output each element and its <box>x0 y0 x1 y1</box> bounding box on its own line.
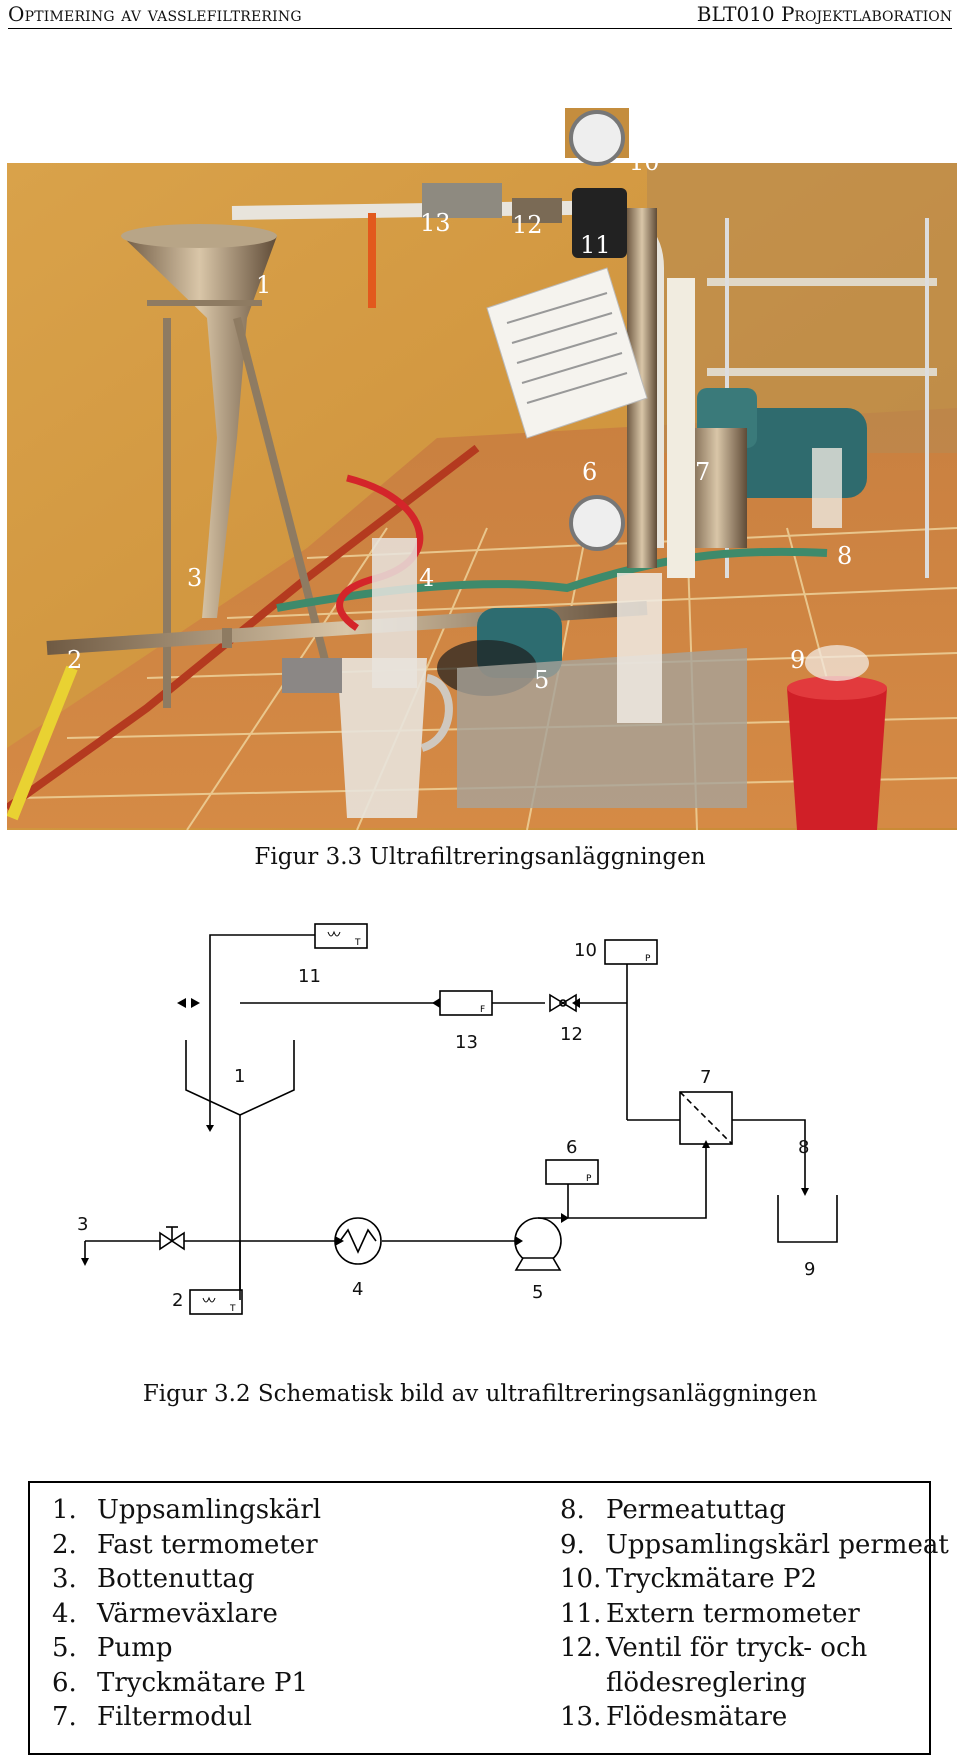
schematic-box-6-letter: P <box>586 1174 592 1184</box>
legend-item: 8.Permeatuttag <box>560 1495 786 1525</box>
schematic-diagram: T T P P F 1 2 3 4 5 6 7 8 9 10 11 12 13 <box>77 923 838 1315</box>
schematic-label-6: 6 <box>566 1137 577 1158</box>
photo-callout-4: 4 <box>419 564 434 592</box>
legend-item: 5.Pump <box>52 1633 173 1663</box>
schematic-box-13-letter: F <box>480 1005 485 1015</box>
schematic-label-7: 7 <box>700 1067 711 1088</box>
schematic-caption: Figur 3.2 Schematisk bild av ultrafiltre… <box>142 1381 818 1407</box>
legend-item: 6.Tryckmätare P1 <box>52 1667 308 1698</box>
component-legend: 1.Uppsamlingskärl 2.Fast termometer 3.Bo… <box>28 1481 949 1755</box>
photo-callout-11: 11 <box>580 231 611 259</box>
schematic-label-5: 5 <box>532 1282 543 1303</box>
schematic-label-12: 12 <box>560 1024 583 1045</box>
schematic-label-3: 3 <box>77 1214 88 1235</box>
photo-callout-2: 2 <box>67 646 82 674</box>
photo-caption: Figur 3.3 Ultrafiltreringsanläggningen <box>254 844 706 870</box>
schematic-label-9: 9 <box>804 1259 815 1280</box>
schematic-labels: 1 2 3 4 5 6 7 8 9 10 11 12 13 <box>77 940 815 1311</box>
legend-item: 9.Uppsamlingskärl permeat <box>560 1529 949 1560</box>
photo-callout-3: 3 <box>187 564 202 592</box>
schematic-box-2-letter: T <box>229 1304 236 1314</box>
legend-column-left: 1.Uppsamlingskärl 2.Fast termometer 3.Bo… <box>52 1493 321 1735</box>
photo-callout-9: 9 <box>790 646 805 674</box>
legend-item: 2.Fast termometer <box>52 1529 318 1560</box>
photo-callout-8: 8 <box>837 542 852 570</box>
schematic-box-11-letter: T <box>354 938 361 948</box>
page-header: Optimering av vasslefiltrering BLT010 Pr… <box>8 0 952 29</box>
legend-item: 12.Ventil för tryck- och <box>560 1633 868 1663</box>
legend-item: 4.Värmeväxlare <box>52 1598 278 1629</box>
legend-column-right: 8.Permeatuttag 9.Uppsamlingskärl permeat… <box>560 1493 949 1735</box>
schematic-label-10: 10 <box>574 940 597 961</box>
schematic-label-2: 2 <box>172 1290 183 1311</box>
legend-item: 10.Tryckmätare P2 <box>560 1564 817 1594</box>
header-title: Optimering av vasslefiltrering <box>8 2 302 26</box>
photo-callout-7: 7 <box>695 458 710 486</box>
schematic-label-4: 4 <box>352 1279 363 1300</box>
photo-callout-13: 13 <box>420 209 451 237</box>
plant-photo: 1 2 3 4 5 6 7 8 9 10 11 12 13 <box>7 108 957 830</box>
schematic-label-1: 1 <box>234 1066 245 1087</box>
schematic-label-11: 11 <box>298 966 321 987</box>
legend-item: 11.Extern termometer <box>560 1598 860 1629</box>
legend-item: 3.Bottenuttag <box>52 1564 255 1594</box>
legend-item: 1.Uppsamlingskärl <box>52 1495 322 1525</box>
header-course: BLT010 Projektlaboration <box>696 2 952 26</box>
schematic-label-13: 13 <box>455 1032 478 1053</box>
photo-callout-12: 12 <box>512 211 543 239</box>
legend-item: 7.Filtermodul <box>52 1702 252 1732</box>
legend-item-continuation: flödesreglering <box>606 1667 807 1698</box>
photo-callout-6: 6 <box>582 458 597 486</box>
photo-callouts: 1 2 3 4 5 6 7 8 9 10 11 12 13 <box>67 148 852 694</box>
schematic-label-8: 8 <box>798 1137 809 1158</box>
legend-item: 13.Flödesmätare <box>560 1702 788 1732</box>
photo-callout-10: 10 <box>629 148 660 176</box>
photo-callout-5: 5 <box>534 666 549 694</box>
schematic-box-10-letter: P <box>645 954 651 964</box>
photo-callout-1: 1 <box>256 271 271 299</box>
